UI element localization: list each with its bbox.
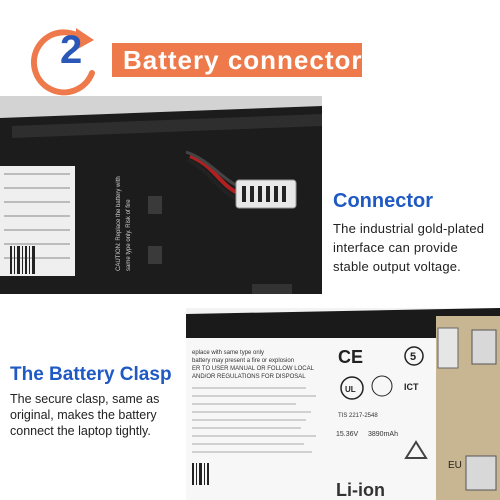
label-line4: AND/OR REGULATIONS FOR DISPOSAL <box>192 374 306 380</box>
label-caution-line1: CAUTION: Replace the battery with <box>116 176 122 271</box>
eu-mark: EU <box>448 460 462 471</box>
connector-heading: Connector <box>333 190 433 212</box>
ict-mark: ICT <box>404 382 419 392</box>
battery-connector-photo: CAUTION: Replace the battery with same t… <box>0 96 322 294</box>
label-line2: battery may present a fire or explosion <box>192 358 294 364</box>
label-line1: eplace with same type only <box>192 350 264 356</box>
page-title: Battery connector <box>123 45 363 75</box>
label-line3: ER TO USER MANUAL OR FOLLOW LOCAL <box>192 366 315 372</box>
ul-mark: UL <box>345 385 356 394</box>
clasp-description: The secure clasp, same as original, make… <box>10 392 160 438</box>
step-badge-arrow-icon <box>31 28 95 96</box>
li-ion-mark: Li-ion <box>336 480 385 500</box>
title-banner <box>112 43 362 77</box>
label-model: TIS 2217-2548 <box>338 413 378 419</box>
connector-description: The industrial gold-plated interface can… <box>333 221 485 274</box>
label-caution-line2: same type only. Risk of fire <box>126 199 132 271</box>
label-capacity: 3890mAh <box>368 431 398 438</box>
label-voltage: 15.36V <box>336 431 359 438</box>
ce-mark: CE <box>338 347 363 367</box>
clasp-heading: The Battery Clasp <box>10 364 172 385</box>
five-mark: 5 <box>410 351 416 363</box>
battery-clasp-photo: eplace with same type only battery may p… <box>186 308 500 500</box>
step-number: 2 <box>60 28 83 72</box>
